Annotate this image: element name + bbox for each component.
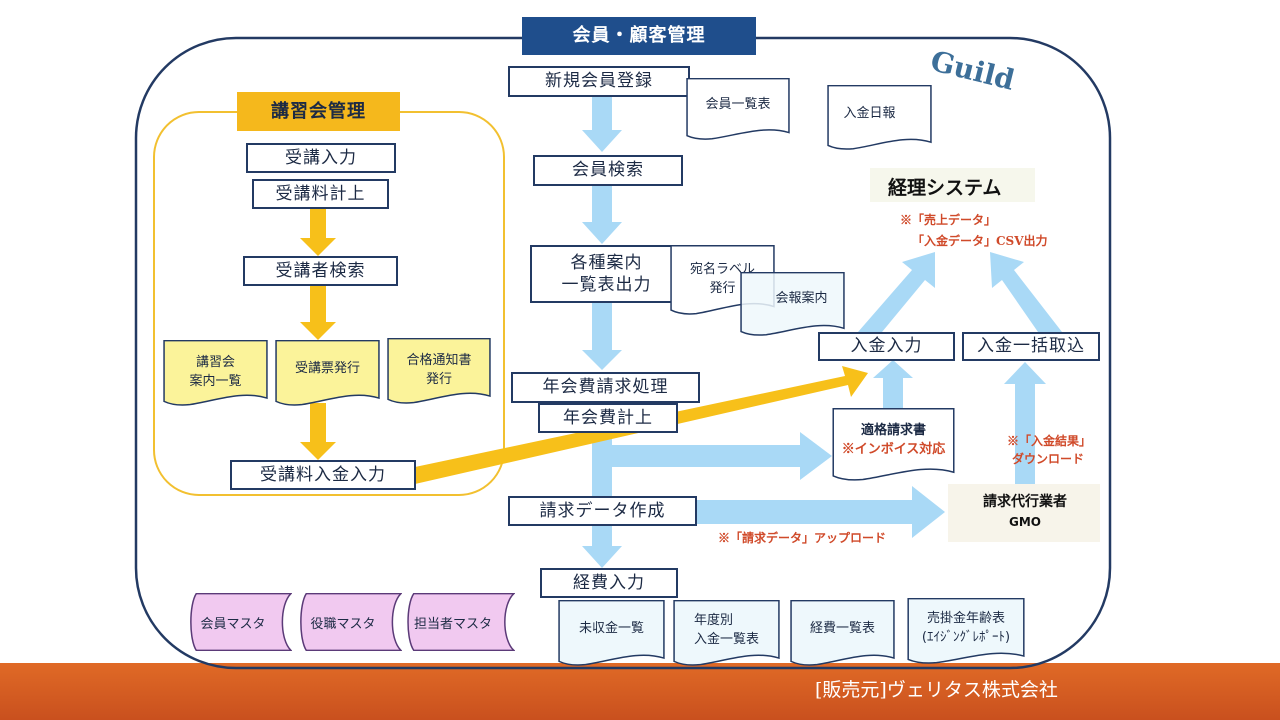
step-fee-record[interactable]: 受講料計上: [252, 179, 389, 209]
arrow-down: [582, 525, 622, 568]
blue-arrows: [582, 96, 1062, 568]
doc-ticket-issue: 受講票発行: [275, 340, 380, 406]
report-aging: 売掛金年齢表 (ｴｲｼﾞﾝｸﾞﾚﾎﾟｰﾄ): [907, 598, 1025, 664]
payment-result-note: ※「入金結果」: [1007, 434, 1092, 448]
step-guide-output[interactable]: 各種案内 一覧表出力: [530, 245, 683, 303]
arrow-trunk: [592, 432, 612, 496]
payment-data-csv-note: 「入金データ」CSV出力: [912, 234, 1048, 248]
doc-qualified-invoice: 適格請求書 ※インボイス対応: [832, 408, 955, 481]
step-new-member[interactable]: 新規会員登録: [508, 66, 690, 97]
doc-member-list: 会員一覧表: [686, 78, 790, 140]
arrow-right-gmo: [697, 486, 945, 538]
master-staff[interactable]: 担当者マスタ: [405, 593, 515, 651]
vendor-footer-text: [販売元]ヴェリタス株式会社: [815, 679, 1058, 701]
arrow-up: [1004, 362, 1046, 485]
step-attendee-search[interactable]: 受講者検索: [243, 256, 398, 286]
arrow-up: [873, 360, 913, 408]
doc-newsletter: 会報案内: [740, 272, 845, 336]
billing-data-upload-note: ※「請求データ」アップロード: [718, 531, 887, 545]
step-enroll-input[interactable]: 受講入力: [246, 143, 396, 173]
invoice-note: ※インボイス対応: [841, 441, 946, 457]
title-member-customer: 会員・顧客管理: [522, 17, 756, 55]
report-yearly-payments: 年度別 入金一覧表: [673, 600, 780, 666]
master-position[interactable]: 役職マスタ: [298, 593, 402, 651]
footer-band: [0, 663, 1280, 720]
step-billing-data[interactable]: 請求データ作成: [508, 496, 697, 526]
step-bulk-payment-import[interactable]: 入金一括取込: [962, 332, 1100, 361]
step-annual-fee-record[interactable]: 年会費計上: [538, 403, 678, 433]
gmo-bg: [948, 484, 1100, 542]
accounting-bg: [870, 168, 1035, 202]
arrow-diag-right: [990, 252, 1062, 332]
download-note: ダウンロード: [1012, 452, 1085, 466]
report-expenses: 経費一覧表: [790, 600, 895, 666]
arrow-down: [582, 96, 622, 152]
billing-agent-gmo: 請求代行業者 GMO: [950, 492, 1100, 531]
step-member-search[interactable]: 会員検索: [533, 155, 683, 186]
arrow-right-invoice: [602, 432, 832, 480]
step-fee-payment-input[interactable]: 受講料入金入力: [230, 460, 416, 490]
doc-course-guide: 講習会 案内一覧: [163, 340, 268, 406]
arrow-diag-left: [858, 252, 935, 332]
report-receivables: 未収金一覧: [558, 600, 665, 666]
sales-data-note: ※「売上データ」: [900, 213, 997, 227]
doc-pass-notice: 合格通知書 発行: [387, 338, 491, 404]
billing-agent-label: 請求代行業者: [983, 494, 1067, 510]
step-annual-fee-billing[interactable]: 年会費請求処理: [511, 372, 700, 403]
arrow-down: [300, 403, 336, 460]
gmo-label: GMO: [1009, 515, 1041, 529]
arrow-down: [300, 286, 336, 340]
invoice-label: 適格請求書: [860, 423, 926, 438]
arrow-down: [300, 209, 336, 256]
step-expense-input[interactable]: 経費入力: [540, 568, 678, 598]
arrow-down: [582, 185, 622, 244]
doc-daily-payment: 入金日報: [827, 85, 932, 150]
accounting-system-title: 経理システム: [888, 177, 1002, 199]
arrow-down: [582, 303, 622, 370]
title-course-management: 講習会管理: [237, 92, 400, 131]
master-member[interactable]: 会員マスタ: [188, 593, 292, 651]
step-payment-input[interactable]: 入金入力: [818, 332, 955, 361]
